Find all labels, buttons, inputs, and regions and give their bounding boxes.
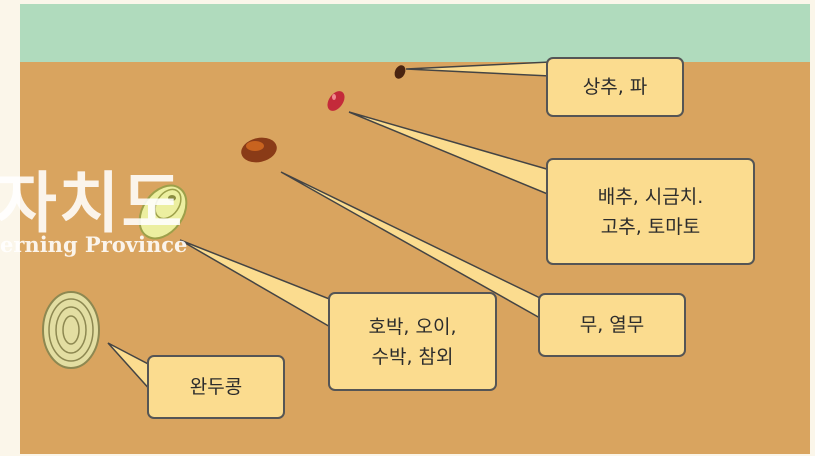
callout-pea-text: 완두콩	[189, 376, 243, 398]
callout-cabbage-spinach: 배추, 시금치. 고추, 토마토	[546, 158, 755, 265]
callout-cabbage-line2: 고추, 토마토	[600, 215, 701, 238]
callout-squash: 호박, 오이, 수박, 참외	[328, 292, 497, 391]
callout-pea: 완두콩	[147, 355, 285, 419]
sky-band	[20, 4, 810, 62]
watermark-korean: 자치도	[0, 165, 185, 242]
callout-radish-text: 무, 열무	[579, 314, 645, 336]
callout-squash-line2: 수박, 참외	[371, 345, 454, 368]
callout-lettuce-onion: 상추, 파	[546, 57, 684, 117]
callout-lettuce-onion-text: 상추, 파	[582, 76, 648, 98]
callout-radish: 무, 열무	[538, 293, 686, 357]
callout-cabbage-line1: 배추, 시금치.	[597, 185, 704, 208]
watermark-english: erning Province	[0, 232, 188, 257]
callout-squash-line1: 호박, 오이,	[368, 315, 457, 338]
